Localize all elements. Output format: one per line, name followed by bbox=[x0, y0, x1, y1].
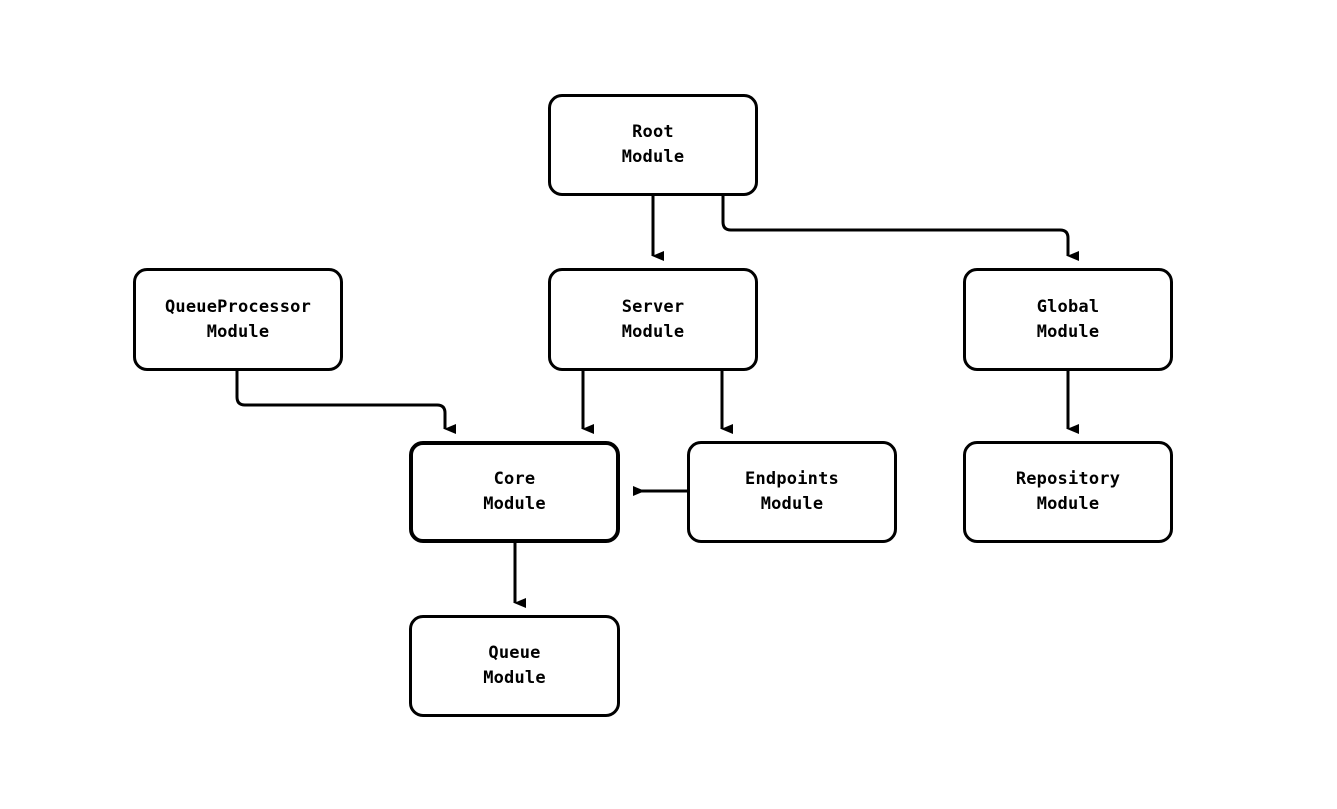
node-label-secondary: Module bbox=[206, 321, 270, 342]
node-label-primary: Repository bbox=[1015, 469, 1121, 490]
edge-queueprocessor-to-core bbox=[235, 371, 456, 434]
node-label-primary: Queue bbox=[488, 643, 541, 664]
node-label-secondary: Module bbox=[483, 494, 546, 514]
node-label-primary: Endpoints bbox=[745, 469, 839, 490]
node-label-primary: Core bbox=[493, 469, 536, 490]
node-label-primary: Global bbox=[1036, 296, 1100, 317]
node-label-secondary: Module bbox=[621, 147, 685, 167]
node-label-secondary: Module bbox=[760, 494, 824, 514]
node-label-secondary: Module bbox=[1036, 494, 1100, 514]
node-label-secondary: Module bbox=[621, 321, 685, 342]
edge-root-to-global bbox=[721, 196, 1079, 261]
node-label-primary: Root bbox=[632, 122, 674, 143]
node-label-primary: QueueProcessor bbox=[164, 296, 312, 317]
node-label-primary: Server bbox=[621, 296, 685, 317]
node-label-secondary: Module bbox=[483, 668, 546, 688]
node-label-secondary: Module bbox=[1036, 321, 1100, 342]
